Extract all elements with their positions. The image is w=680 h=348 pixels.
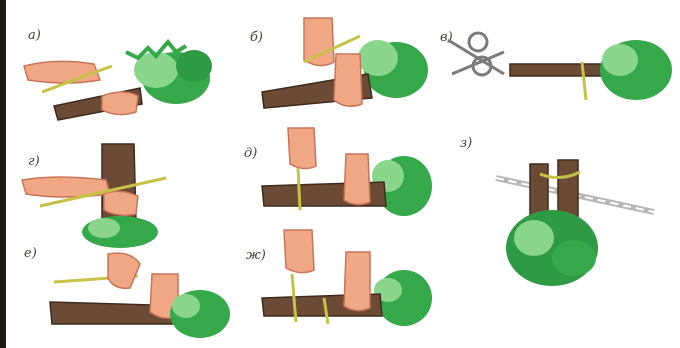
panel-g: ж) [228,226,428,344]
twine-icon [298,168,300,210]
leafy-broom-icon [170,290,230,338]
panel-h-drawing [430,120,680,300]
panel-e-drawing [228,124,428,232]
panel-f: е) [6,240,226,344]
panel-c: в) [430,0,680,120]
leafy-broom-icon [600,40,672,100]
panel-a: а) [6,0,226,120]
panel-b: б) [228,0,428,120]
broom-handle-icon [510,64,606,76]
scissors-icon [448,33,504,75]
panel-h: з) [430,120,680,300]
leafy-broom-icon [374,270,432,326]
panel-d-drawing [6,130,226,248]
panel-f-drawing [6,240,226,344]
panel-d: г) [6,130,226,248]
illustration-grid: а) б) [6,0,680,348]
panel-e: д) [228,124,428,232]
leafy-broom-icon [506,210,598,286]
panel-g-drawing [228,226,428,344]
panel-b-drawing [228,0,428,120]
panel-a-drawing [6,0,226,120]
panel-c-drawing [430,0,680,120]
